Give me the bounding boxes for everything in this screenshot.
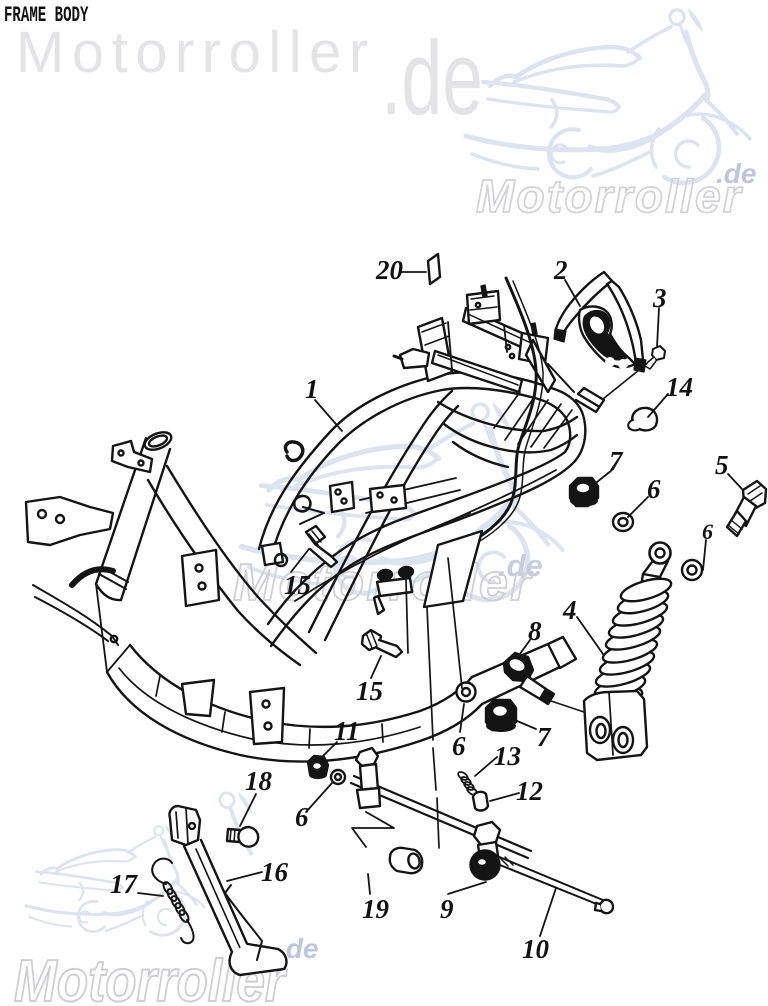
svg-text:.de: .de bbox=[498, 548, 543, 583]
svg-text:12: 12 bbox=[516, 776, 543, 806]
svg-text:6: 6 bbox=[295, 802, 309, 832]
svg-text:7: 7 bbox=[537, 722, 552, 752]
svg-text:13: 13 bbox=[494, 741, 521, 771]
svg-text:9: 9 bbox=[440, 894, 454, 924]
svg-text:6: 6 bbox=[702, 519, 713, 544]
svg-text:8: 8 bbox=[528, 616, 542, 646]
svg-text:1: 1 bbox=[305, 374, 319, 404]
svg-text:3: 3 bbox=[652, 283, 667, 313]
svg-text:4: 4 bbox=[562, 595, 577, 625]
svg-text:19: 19 bbox=[362, 894, 390, 924]
svg-text:7: 7 bbox=[609, 446, 624, 476]
svg-text:.de: .de bbox=[381, 20, 483, 137]
svg-text:15: 15 bbox=[356, 676, 383, 706]
svg-text:18: 18 bbox=[245, 766, 273, 796]
svg-text:6: 6 bbox=[452, 731, 466, 761]
svg-text:10: 10 bbox=[522, 934, 550, 964]
svg-text:14: 14 bbox=[666, 372, 693, 402]
svg-text:FRAME BODY: FRAME BODY bbox=[4, 3, 89, 28]
svg-text:15: 15 bbox=[284, 570, 311, 600]
svg-text:11: 11 bbox=[334, 716, 360, 746]
svg-text:Motorroller: Motorroller bbox=[16, 20, 376, 85]
svg-text:2: 2 bbox=[553, 255, 568, 285]
svg-text:16: 16 bbox=[261, 857, 289, 887]
svg-text:6: 6 bbox=[647, 474, 661, 504]
svg-text:.de: .de bbox=[716, 158, 756, 189]
svg-text:17: 17 bbox=[110, 869, 139, 899]
svg-text:20: 20 bbox=[375, 255, 404, 285]
svg-text:5: 5 bbox=[715, 450, 729, 480]
svg-text:Motorroller: Motorroller bbox=[476, 170, 743, 222]
